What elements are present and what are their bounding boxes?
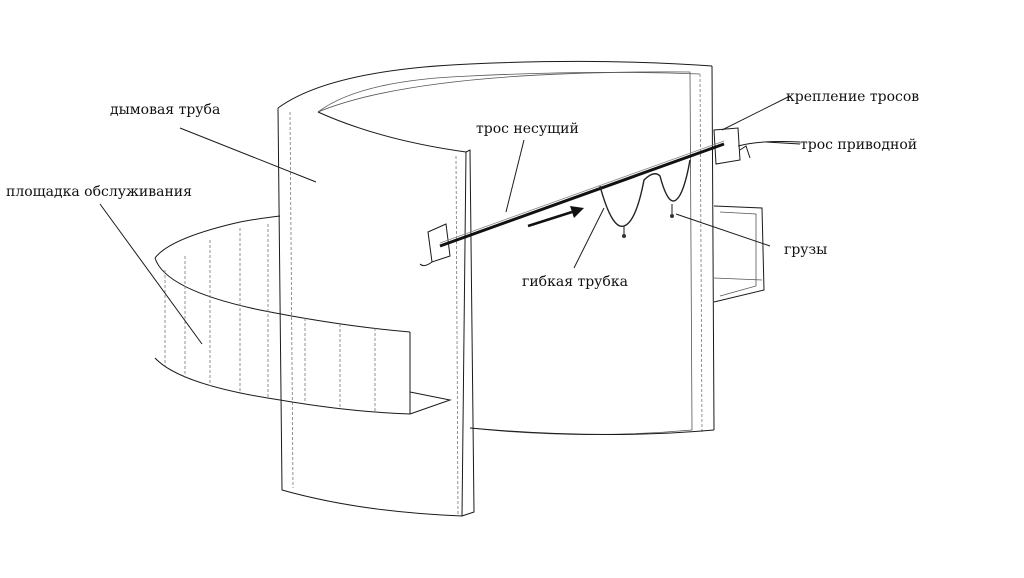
chimney-front-shell [277, 107, 467, 517]
weights [622, 204, 674, 238]
right-platform-inner [719, 211, 757, 297]
leader-drive-cable [765, 141, 801, 145]
label-drive-cable: трос приводной [800, 137, 917, 153]
cable-mount-right [713, 127, 751, 165]
leader-chimney [179, 127, 317, 183]
chimney-right-edge [711, 65, 715, 431]
right-platform [713, 205, 765, 303]
label-weights: грузы [784, 242, 827, 258]
chimney-shell-edge [461, 149, 475, 517]
right-platform-floor [713, 277, 763, 281]
platform-rail-top [154, 215, 281, 259]
label-cable-mount: крепление тросов [786, 89, 919, 105]
label-carrier-cable: трос несущий [476, 121, 579, 137]
chimney-right-edge-inner [699, 73, 703, 433]
platform-posts [164, 224, 376, 412]
leader-platform [99, 203, 203, 345]
leader-cable-mount [721, 95, 791, 131]
leader-weights [675, 213, 771, 247]
drive-cable [737, 141, 801, 147]
platform-rail-top-front [154, 257, 411, 333]
cable-mount-left [419, 223, 451, 267]
chimney-shell-dash-left [289, 111, 294, 489]
chimney-bottom-back [469, 427, 715, 436]
leader-carrier-cable [505, 139, 525, 213]
platform-rail-bottom [154, 357, 411, 415]
platform-floor [409, 391, 452, 415]
chimney-shell-dash-right [455, 155, 459, 515]
carrier-cable [439, 142, 725, 248]
label-platform: площадка обслуживания [6, 184, 192, 200]
carrier-cable-highlight [439, 140, 725, 244]
flexible-tube [599, 159, 691, 227]
label-flexible-tube: гибкая трубка [522, 274, 628, 290]
chimney-rim-back [277, 60, 713, 109]
label-chimney: дымовая труба [110, 102, 220, 118]
direction-arrow [527, 206, 584, 228]
leader-flexible-tube [573, 207, 605, 269]
chimney-rim-inner [317, 72, 701, 113]
